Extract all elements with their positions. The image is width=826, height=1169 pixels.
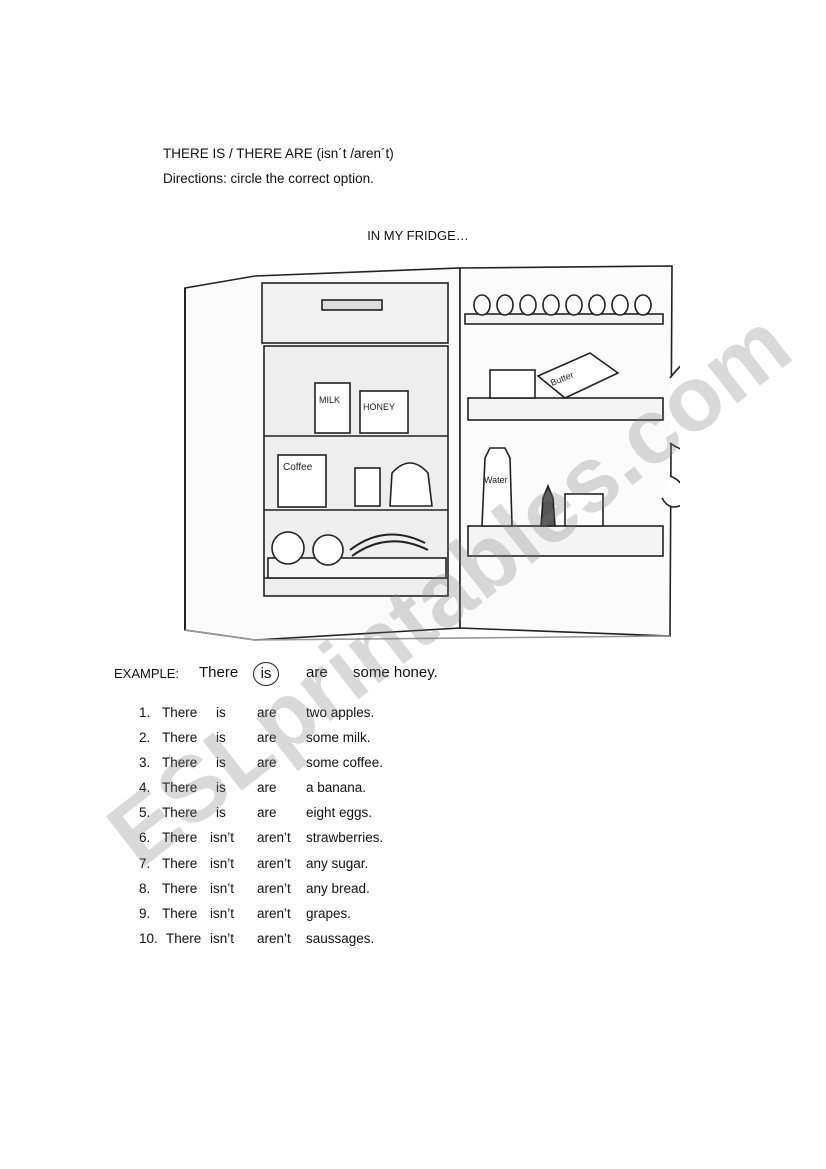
water-label: Water (484, 475, 508, 485)
option-b[interactable]: are (257, 705, 277, 720)
option-a[interactable]: isn’t (210, 905, 235, 921)
item-phrase: grapes. (306, 905, 352, 921)
item-phrase: strawberries. (306, 830, 384, 846)
item-number: 8. (139, 880, 151, 896)
example-phrase: some honey. (353, 664, 438, 681)
milk-label: MILK (319, 395, 340, 405)
option-b[interactable]: aren’t (257, 855, 291, 871)
option-a[interactable]: isn’t (210, 880, 235, 896)
item-there: There (162, 705, 198, 720)
option-b[interactable]: aren’t (257, 930, 291, 946)
honey-label: HONEY (363, 402, 395, 412)
fridge-illustration: MILK HONEY Coffee Butter Water (184, 265, 680, 641)
item-phrase: eight eggs. (306, 805, 373, 821)
item-there: There (162, 880, 198, 896)
item-phrase: any sugar. (306, 855, 369, 871)
item-phrase: a banana. (306, 780, 367, 796)
item-phrase: some milk. (306, 730, 371, 746)
item-there: There (162, 830, 198, 846)
option-b[interactable]: are (257, 780, 277, 796)
item-phrase: some coffee. (306, 755, 384, 771)
item-phrase: saussages. (306, 930, 375, 946)
item-there: There (162, 780, 198, 796)
item-number: 6. (139, 830, 151, 846)
list-item: 5. There is are eight eggs. (136, 801, 556, 826)
example-there: There (199, 664, 239, 681)
item-there: There (162, 905, 198, 921)
item-number: 4. (139, 780, 151, 796)
item-there: There (162, 805, 198, 821)
option-a[interactable]: isn’t (210, 930, 235, 946)
item-number: 7. (139, 855, 151, 871)
example-circled-option[interactable]: is (253, 662, 279, 686)
exercise-list: 1. There is are two apples. 2. There is … (136, 701, 556, 952)
list-item: 1. There is are two apples. (136, 701, 556, 726)
item-phrase: any bread. (306, 880, 370, 896)
option-a[interactable]: isn’t (210, 855, 235, 871)
option-a[interactable]: is (216, 705, 226, 720)
item-number: 3. (139, 755, 151, 771)
list-item: 2. There is are some milk. (136, 726, 556, 751)
option-b[interactable]: aren’t (257, 905, 291, 921)
directions-text: Directions: circle the correct option. (163, 171, 374, 186)
option-b[interactable]: aren’t (257, 830, 291, 846)
example-sentence: EXAMPLE: There is are some honey. (114, 662, 614, 686)
list-item: 9. There isn’t aren’t grapes. (136, 902, 556, 927)
item-number: 2. (139, 730, 151, 746)
item-phrase: two apples. (306, 705, 375, 720)
list-item: 8. There isn’t aren’t any bread. (136, 877, 556, 902)
section-subtitle: IN MY FRIDGE… (367, 228, 469, 243)
item-number: 9. (139, 905, 151, 921)
option-a[interactable]: is (216, 780, 226, 796)
example-other-option[interactable]: are (306, 664, 328, 681)
list-item: 7. There isn’t aren’t any sugar. (136, 852, 556, 877)
list-item: 3. There is are some coffee. (136, 751, 556, 776)
list-item: 4. There is are a banana. (136, 776, 556, 801)
item-there: There (166, 930, 202, 946)
item-number: 10. (139, 930, 158, 946)
item-there: There (162, 730, 198, 746)
item-number: 5. (139, 805, 151, 821)
option-a[interactable]: is (216, 730, 226, 746)
item-there: There (162, 755, 198, 771)
item-there: There (162, 855, 198, 871)
worksheet-title: THERE IS / THERE ARE (isn´t /aren´t) (163, 146, 394, 161)
option-b[interactable]: are (257, 730, 277, 746)
example-label: EXAMPLE: (114, 666, 180, 681)
list-item: 10. There isn’t aren’t saussages. (136, 927, 556, 952)
option-a[interactable]: is (216, 805, 226, 821)
coffee-label: Coffee (283, 462, 313, 473)
list-item: 6. There isn’t aren’t strawberries. (136, 826, 556, 851)
option-a[interactable]: is (216, 755, 226, 771)
option-b[interactable]: are (257, 755, 277, 771)
option-b[interactable]: are (257, 805, 277, 821)
item-number: 1. (139, 705, 151, 720)
option-a[interactable]: isn’t (210, 830, 235, 846)
option-b[interactable]: aren’t (257, 880, 291, 896)
